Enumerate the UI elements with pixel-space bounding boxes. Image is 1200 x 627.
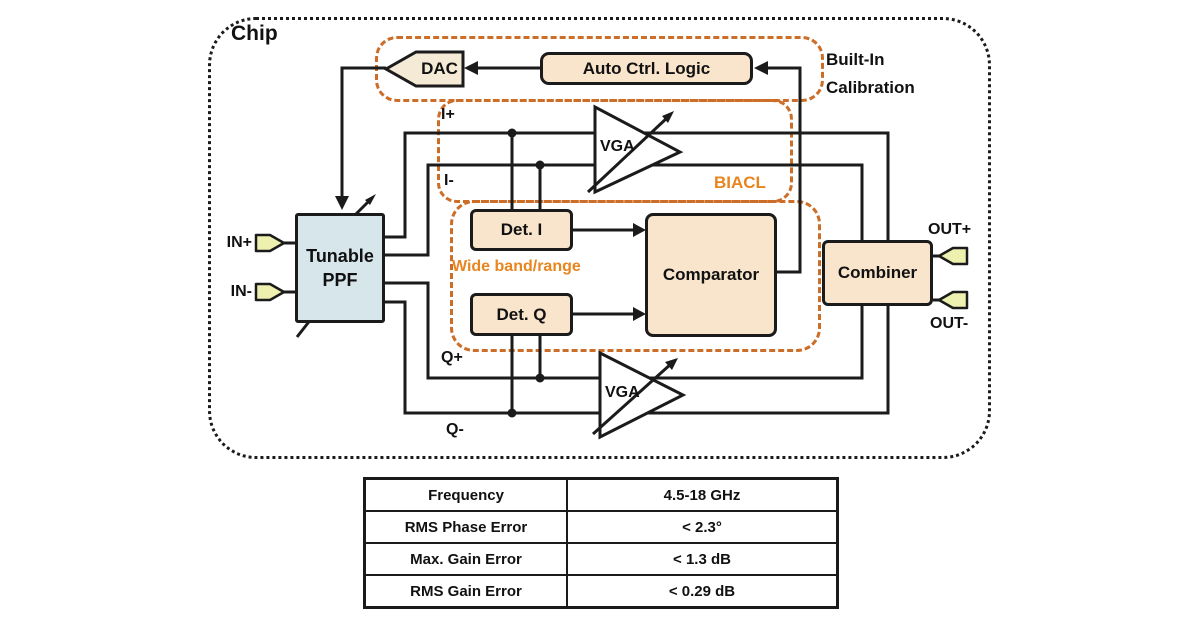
i-minus-label: I-: [444, 172, 454, 189]
i-plus-label: I+: [441, 106, 455, 123]
vga-bottom-triangle: [598, 350, 687, 440]
vga-bottom-gain-arrow: [591, 361, 674, 436]
performance-table: Frequency 4.5-18 GHz RMS Phase Error < 2…: [363, 477, 839, 609]
table-row-label: Frequency: [366, 480, 568, 510]
vga-top-triangle: [593, 104, 684, 195]
wire-comparator-feedback: [760, 66, 802, 274]
table-row-label: RMS Gain Error: [366, 576, 568, 606]
in-plus-label: IN+: [226, 234, 252, 251]
builtin-calibration-label: Built-In Calibration: [826, 46, 915, 102]
gain-arrows: [352, 111, 678, 436]
tunable-ppf-block: Tunable PPF: [295, 213, 385, 323]
det-q-label: Det. Q: [496, 304, 547, 324]
wire-q-minus: [385, 300, 890, 415]
table-row-value: < 1.3 dB: [673, 550, 731, 568]
vga-top-gain-arrow: [586, 115, 670, 194]
comparator-block: Comparator: [645, 213, 777, 337]
combiner-block: Combiner: [822, 240, 933, 306]
vga-top-label: VGA: [600, 138, 635, 155]
arrow-into-acl: [754, 61, 768, 75]
chip-boundary-box: [208, 17, 991, 459]
ppf-label-line2: PPF: [322, 270, 358, 290]
out-plus-pad: [937, 246, 969, 266]
table-row: Max. Gain Error < 1.3 dB: [366, 542, 836, 574]
combiner-label: Combiner: [837, 263, 918, 282]
arrowheads: [335, 61, 768, 321]
out-plus-label: OUT+: [928, 221, 972, 238]
arrow-into-ppf: [335, 196, 349, 210]
in-minus-pad: [254, 282, 286, 302]
table-row-value: < 2.3°: [682, 518, 722, 536]
in-plus-pad: [254, 233, 286, 253]
arrow-into-dac: [464, 61, 478, 75]
arrow-deti-comparator: [633, 223, 646, 237]
wire-dac-to-ppf: [340, 66, 386, 198]
junction-dots: [507, 128, 545, 418]
builtin-calibration-line2: Calibration: [826, 78, 915, 97]
wire-i-plus: [385, 131, 890, 240]
table-row: RMS Phase Error < 2.3°: [366, 510, 836, 542]
table-row-value: 4.5-18 GHz: [663, 486, 741, 504]
in-minus-label: IN-: [230, 283, 252, 300]
wideband-detector-dashed-box: [450, 200, 821, 352]
builtin-calibration-line1: Built-In: [826, 50, 885, 69]
out-minus-label: OUT-: [930, 315, 969, 332]
q-minus-label: Q-: [446, 421, 464, 438]
wideband-label: Wide band/range: [452, 258, 581, 275]
io-pads: [254, 233, 969, 310]
wire-i-minus: [385, 163, 864, 257]
arrow-detq-comparator: [633, 307, 646, 321]
auto-ctrl-logic-block: Auto Ctrl. Logic: [540, 52, 753, 85]
table-row: RMS Gain Error < 0.29 dB: [366, 574, 836, 606]
det-i-label: Det. I: [500, 220, 543, 239]
dac-block-shape: [382, 50, 465, 88]
wire-q-plus: [385, 281, 864, 380]
vga-bottom-label: VGA: [605, 384, 640, 401]
q-plus-label: Q+: [441, 349, 463, 366]
table-row-label: RMS Phase Error: [366, 512, 568, 542]
table-row-value: < 0.29 dB: [668, 582, 736, 600]
ppf-label-line1: Tunable: [306, 246, 374, 266]
dac-label: DAC: [421, 59, 458, 78]
table-row-label: Max. Gain Error: [366, 544, 568, 574]
det-q-block: Det. Q: [470, 293, 573, 336]
acl-label: Auto Ctrl. Logic: [582, 58, 711, 78]
table-row: Frequency 4.5-18 GHz: [366, 480, 836, 510]
chip-label: Chip: [231, 22, 278, 45]
comparator-label: Comparator: [662, 265, 760, 284]
det-i-block: Det. I: [470, 209, 573, 251]
signal-wires: [284, 66, 939, 415]
out-minus-pad: [937, 290, 969, 310]
biacl-label: BIACL: [714, 173, 766, 192]
